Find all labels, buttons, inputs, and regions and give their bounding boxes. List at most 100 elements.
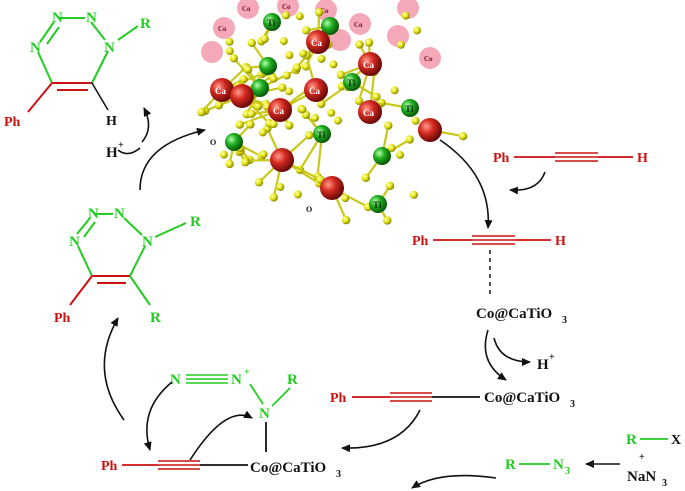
oxygen-atom (396, 40, 405, 49)
svg-text:H: H (555, 234, 566, 249)
svg-text:H: H (537, 357, 549, 373)
oxygen-atom (361, 173, 371, 182)
calcium-atom-label: Ca (215, 86, 226, 96)
svg-text:X: X (671, 433, 681, 448)
calcium-atom (304, 78, 328, 102)
oxygen-atom (372, 92, 381, 101)
svg-text:3: 3 (662, 478, 667, 489)
calcium-atom-label: Ca (363, 108, 374, 118)
catalyst-label-middle: Co@CaTiO 3 (476, 306, 567, 326)
titanium-atom (369, 195, 387, 213)
titanium-atom (401, 99, 419, 117)
oxygen-atom (458, 131, 468, 141)
oxygen-atom (317, 54, 326, 63)
oxygen-atom (282, 71, 291, 80)
svg-text:Co@CaTiO: Co@CaTiO (476, 306, 552, 322)
atom-n-label: N (86, 10, 97, 26)
svg-text:R: R (287, 372, 298, 388)
calcium-atom-label: Ca (311, 38, 322, 48)
cobalt-atom-label: Co (354, 21, 363, 29)
atom-n-label: N (52, 10, 63, 26)
arrow-product-release (139, 127, 206, 191)
oxygen-atom (383, 216, 392, 225)
svg-text:Ph: Ph (412, 234, 429, 249)
svg-text:H: H (106, 145, 118, 161)
arrow-h-plus-in (117, 147, 141, 155)
titanium-atom-label: Ti (347, 78, 356, 88)
calcium-atom (320, 176, 344, 200)
oxygen-atom (247, 109, 256, 119)
oxygen-atom (241, 158, 250, 167)
oxygen-atom (260, 34, 269, 44)
triazole-product-top: N N N N R Ph H (4, 10, 151, 130)
svg-text:R: R (505, 457, 516, 473)
oxygen-atom (277, 83, 287, 92)
oxygen-atom (384, 121, 393, 130)
cobalt-atom (387, 25, 409, 47)
oxygen-atom (390, 86, 399, 95)
oxygen-atom (411, 116, 420, 125)
oxygen-atom (327, 108, 336, 117)
proton-label-right: H + (537, 352, 555, 373)
oxygen-atom (282, 11, 291, 20)
svg-text:+: + (118, 140, 124, 151)
oxygen-atom (299, 49, 308, 58)
cobalt-atom-label: Co (218, 25, 227, 33)
cobalt-atom (349, 13, 371, 35)
arrow-reagent-in (509, 171, 546, 195)
cobalt-atom-label: Co (282, 3, 291, 11)
oxygen-atom (387, 144, 396, 153)
titanium-atom-label: Ti (405, 104, 414, 114)
titanium-atom (251, 79, 269, 97)
svg-text:N: N (114, 206, 125, 222)
arrow-azide-in (411, 474, 497, 489)
oxygen-atom (254, 178, 264, 187)
oxygen-atom (235, 120, 244, 129)
svg-text:3: 3 (336, 469, 341, 480)
oxygen-atom (317, 99, 326, 109)
oxygen-atom-label: O (306, 205, 312, 214)
titanium-atom (225, 133, 243, 151)
oxygen-atom (285, 87, 294, 96)
calcium-atom (306, 30, 330, 54)
calcium-atom (230, 84, 254, 108)
oxygen-atom (259, 150, 268, 159)
oxygen-atom (246, 120, 255, 129)
svg-text:Ph: Ph (493, 151, 510, 166)
arrow-to-triazole (103, 317, 125, 421)
triazole-intermediate: N N N N R Ph R (54, 206, 201, 326)
svg-text:H: H (637, 151, 648, 166)
oxygen-atom (310, 113, 319, 122)
titanium-atom (259, 57, 277, 75)
atom-n-label: N (30, 40, 41, 56)
cobalt-atom-label: Co (242, 5, 251, 13)
svg-text:Ph: Ph (54, 311, 71, 326)
oxygen-atom (385, 181, 395, 191)
atom-n-label: N (104, 40, 115, 56)
svg-text:N: N (88, 206, 99, 222)
phenylacetylene-reagent: Ph H (493, 151, 648, 166)
cobalt-atom-label: Co (424, 55, 433, 63)
arrow-to-complex (341, 409, 421, 453)
svg-text:Ph: Ph (101, 459, 118, 474)
calcium-atom (418, 118, 442, 142)
arrow-complex-cyclization (189, 410, 253, 461)
oxygen-atom (295, 12, 304, 21)
oxygen-atom (341, 215, 351, 225)
oxygen-atom (269, 193, 278, 202)
oxygen-atom (219, 150, 228, 159)
oxygen-atom (401, 11, 410, 20)
titanium-atom-label: Ti (267, 18, 276, 28)
oxygen-atom (405, 135, 414, 144)
calcium-atom-label: Ca (363, 60, 374, 70)
oxygen-atom (279, 37, 288, 46)
oxygen-atom (269, 120, 278, 129)
oxygen-atom (298, 105, 307, 114)
arrow-catalyst-to-alkyne (439, 139, 493, 229)
oxygen-atom (285, 121, 294, 130)
titanium-atom (313, 125, 331, 143)
oxygen-atom (409, 190, 418, 199)
oxygen-atom (336, 70, 345, 80)
